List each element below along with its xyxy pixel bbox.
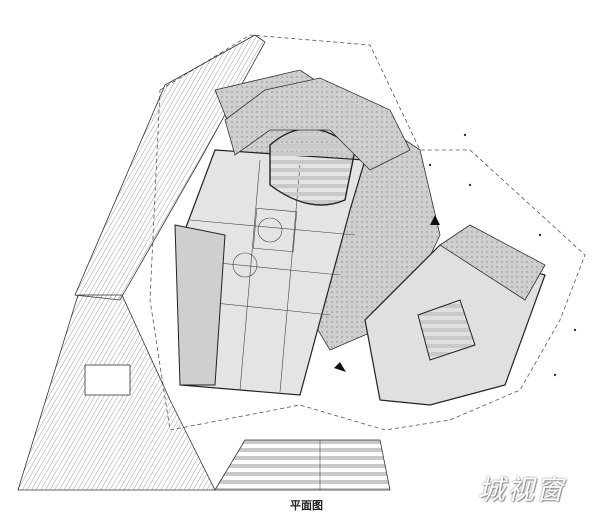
- east-terrace: [439, 224, 546, 301]
- tree-dots: [428, 133, 577, 377]
- main-hall-grid: [185, 159, 356, 393]
- main-auditorium: [269, 127, 356, 206]
- roof-terrace: [224, 77, 411, 171]
- drawing-caption: 平面图: [290, 499, 323, 512]
- entrance-steps: [214, 439, 391, 491]
- watermark: 城视窗: [478, 475, 565, 506]
- east-theatre-stage: [417, 299, 476, 361]
- entrance-marker-icon: [334, 362, 346, 372]
- site-boundary: [149, 34, 586, 431]
- entrance-marker-icon: [430, 215, 440, 225]
- bleacher-gap: [84, 364, 131, 396]
- west-wing: [174, 224, 226, 386]
